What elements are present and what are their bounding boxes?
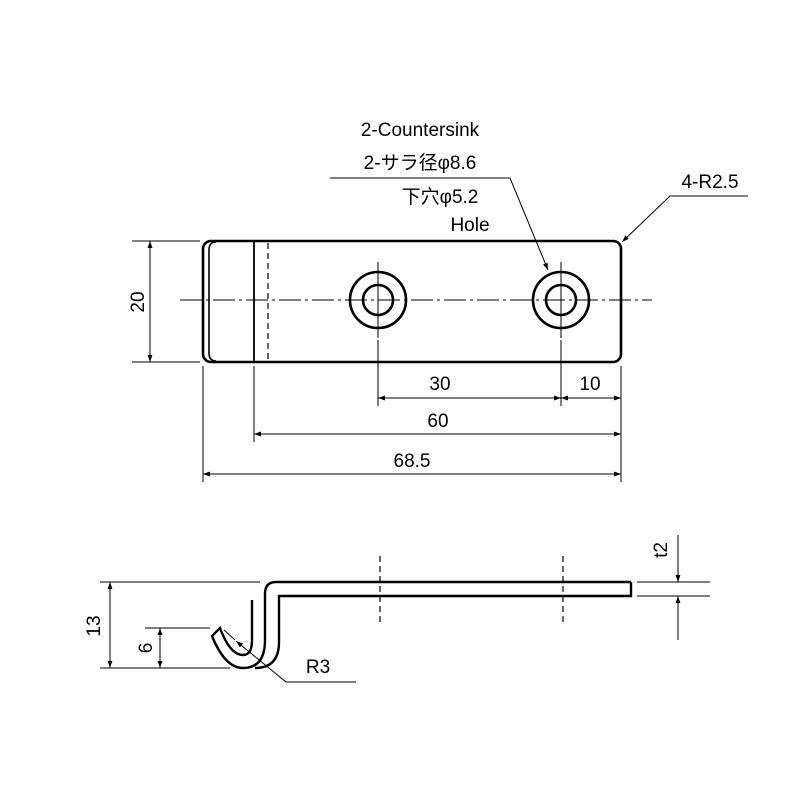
part-profile bbox=[210, 580, 633, 670]
dim-edge-label: 10 bbox=[579, 374, 600, 395]
countersink-leader bbox=[330, 177, 549, 271]
bend-edge-line bbox=[208, 241, 217, 362]
radius-label: R3 bbox=[306, 657, 330, 678]
plate-outline bbox=[201, 239, 623, 364]
hole-label-jp: 下穴φ5.2 bbox=[402, 186, 479, 208]
dim-hook-label: 6 bbox=[136, 643, 157, 654]
dim-width-label: 20 bbox=[128, 291, 149, 312]
side-view: 13 6 R3 t2 bbox=[84, 535, 710, 683]
corner-radius-label: 4-R2.5 bbox=[681, 172, 738, 193]
countersink-label-en: 2-Countersink bbox=[361, 120, 480, 141]
countersink-label-jp: 2-サラ径φ8.6 bbox=[364, 152, 477, 174]
dim-thickness-label: t2 bbox=[651, 542, 672, 558]
dim-height-label: 13 bbox=[84, 615, 105, 636]
radius-leader bbox=[235, 640, 356, 683]
hole-right bbox=[531, 262, 591, 338]
hole-label-en: Hole bbox=[450, 215, 489, 236]
hole-left bbox=[348, 262, 408, 338]
dim-overall-label: 68.5 bbox=[394, 451, 431, 472]
top-view: 2-Countersink 2-サラ径φ8.6 下穴φ5.2 Hole 4-R2… bbox=[128, 120, 748, 482]
dim-60-label: 60 bbox=[427, 411, 448, 432]
dim-hole-pitch-label: 30 bbox=[429, 374, 450, 395]
corner-radius-leader bbox=[621, 195, 748, 243]
